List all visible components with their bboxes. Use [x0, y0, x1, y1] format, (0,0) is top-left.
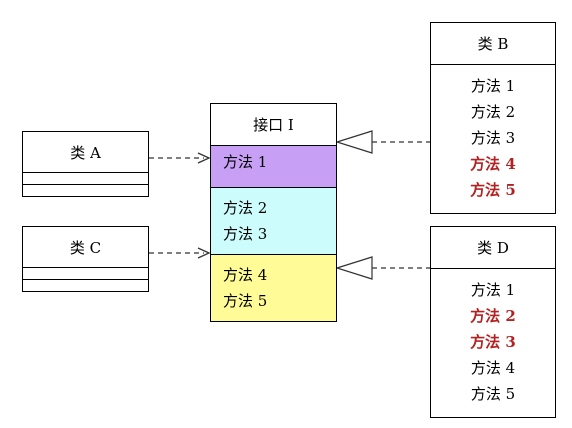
dependency-c-arrowhead: [197, 247, 211, 259]
interface-method: 方法 3: [223, 225, 268, 243]
class-b-method: 方法 3: [470, 129, 516, 147]
class-d-title: 类 D: [477, 239, 509, 257]
interface-method: 方法 5: [223, 292, 268, 310]
class-a-box: 类 A: [22, 131, 149, 197]
dependency-a-arrowhead: [197, 152, 211, 164]
class-c-operations-compartment: [23, 279, 148, 291]
class-a-operations-compartment: [23, 184, 148, 196]
interface-i-box: 接口 I 方法 1 方法 2 方法 3 方法 4 方法 5: [210, 103, 337, 322]
class-c-attributes-compartment: [23, 267, 148, 279]
class-c-title: 类 C: [69, 238, 102, 257]
class-c-box: 类 C: [22, 226, 149, 292]
class-d-methods: 方法 1 方法 2 方法 3 方法 4 方法 5: [431, 268, 555, 417]
interface-i-title: 接口 I: [253, 116, 294, 134]
realization-d-triangle: [334, 256, 373, 280]
interface-method-group-1: 方法 1: [211, 145, 336, 187]
class-d-method: 方法 3: [470, 333, 516, 351]
class-d-box: 类 D 方法 1 方法 2 方法 3 方法 4 方法 5: [430, 226, 556, 418]
class-b-method: 方法 2: [470, 103, 516, 121]
class-b-method: 方法 1: [470, 77, 516, 95]
interface-method-group-2: 方法 2 方法 3: [211, 187, 336, 254]
interface-method: 方法 4: [223, 266, 268, 284]
class-b-methods: 方法 1 方法 2 方法 3 方法 4 方法 5: [431, 64, 555, 213]
interface-method-group-3: 方法 4 方法 5: [211, 254, 336, 321]
interface-method: 方法 2: [223, 199, 268, 217]
class-d-method: 方法 4: [470, 359, 516, 377]
class-b-title: 类 B: [477, 35, 509, 53]
class-a-attributes-compartment: [23, 172, 148, 184]
class-d-method: 方法 1: [470, 281, 516, 299]
class-b-method: 方法 4: [470, 155, 516, 173]
realization-b-triangle: [334, 130, 373, 154]
class-b-method: 方法 5: [470, 181, 516, 199]
interface-method: 方法 1: [223, 153, 268, 171]
class-a-title: 类 A: [70, 143, 101, 162]
class-b-box: 类 B 方法 1 方法 2 方法 3 方法 4 方法 5: [430, 22, 556, 214]
class-d-method: 方法 2: [470, 307, 516, 325]
class-d-method: 方法 5: [470, 385, 516, 403]
